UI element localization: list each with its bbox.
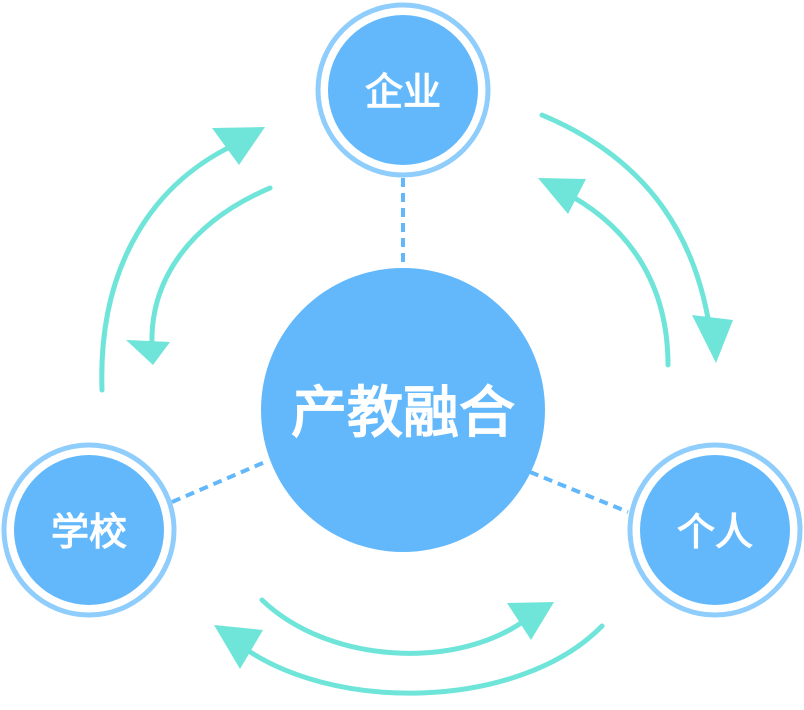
arrowhead-enterprise-to-individual [692, 315, 733, 363]
center-node: 产教融合 [261, 268, 545, 552]
arrow-enterprise-to-school [149, 185, 273, 348]
center-circle [261, 268, 545, 552]
arrowhead-enterprise-to-school [126, 340, 170, 365]
node-enterprise-label: 企业 [365, 70, 441, 114]
node-school: 学校 [1, 442, 177, 618]
arrow-individual-to-enterprise [557, 187, 671, 368]
arrow-school-to-individual [259, 597, 531, 656]
arrowhead-individual-to-enterprise [538, 178, 586, 214]
arrowhead-school-to-individual [507, 602, 554, 640]
arrow-enterprise-to-individual [539, 112, 715, 348]
connector-individual [529, 470, 629, 514]
node-individual: 个人 [627, 442, 803, 618]
node-individual-circle [640, 455, 790, 605]
node-enterprise-circle [328, 15, 478, 165]
cycle-arrows [99, 112, 733, 696]
arrow-individual-to-school [233, 623, 605, 696]
node-school-circle [14, 455, 164, 605]
node-school-label: 学校 [51, 510, 127, 554]
node-enterprise: 企业 [315, 2, 491, 178]
center-label: 产教融合 [291, 381, 515, 446]
arrow-school-to-enterprise [99, 137, 248, 393]
arrowhead-individual-to-school [214, 625, 263, 669]
connectors [171, 178, 629, 514]
arrowhead-school-to-enterprise [212, 127, 265, 165]
node-individual-label: 个人 [677, 510, 753, 554]
connector-school [171, 460, 266, 504]
